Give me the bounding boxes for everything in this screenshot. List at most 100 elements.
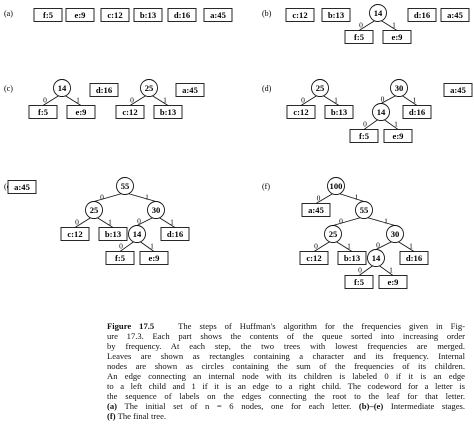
internal-label: 30 xyxy=(152,205,161,215)
tree-edge xyxy=(366,217,396,226)
leaf-box xyxy=(175,83,205,97)
internal-circle xyxy=(324,225,342,243)
leaf-label: e:9 xyxy=(393,131,404,141)
leaf-box xyxy=(105,251,135,265)
leaf-label: f:5 xyxy=(359,131,369,141)
internal-circle xyxy=(355,201,373,219)
figure-caption: Figure 17.5 The steps of Huffman's algor… xyxy=(107,321,465,421)
internal-label: 25 xyxy=(329,229,338,239)
leaf-node-f: f:5 xyxy=(28,105,58,119)
edge-label-1: 1 xyxy=(347,242,351,251)
leaf-node-c: c:12 xyxy=(285,8,315,22)
internal-circle xyxy=(128,225,146,243)
leaf-node-c: c:12 xyxy=(115,105,145,119)
tree-edge xyxy=(338,193,365,202)
internal-label: 30 xyxy=(391,229,400,239)
panel-label-a: (a) xyxy=(4,9,13,18)
leaf-node-e: e:9 xyxy=(65,8,95,22)
leaf-label: d:16 xyxy=(414,10,431,20)
internal-label: 14 xyxy=(377,107,386,117)
leaf-label: c:12 xyxy=(292,10,307,20)
edge-label-0: 0 xyxy=(43,96,47,105)
leaf-label: a:45 xyxy=(308,205,324,215)
edge-label-0: 0 xyxy=(381,95,385,104)
leaf-box xyxy=(139,251,169,265)
tree-edge xyxy=(397,241,415,252)
caption-part-a-text: The initial set of n = 6 nodes, one for … xyxy=(124,401,352,412)
edge-label-0: 0 xyxy=(358,266,362,275)
leaf-box xyxy=(407,8,437,22)
internal-circle xyxy=(53,79,71,97)
internal-circle xyxy=(85,201,103,219)
tree-edge xyxy=(136,217,154,226)
edge-label-1: 1 xyxy=(334,96,338,105)
tree-edge xyxy=(158,217,176,228)
leaf-box xyxy=(66,105,96,119)
tree-edge xyxy=(380,95,397,104)
leaf-node-f: f:5 xyxy=(344,275,374,289)
leaf-box xyxy=(324,105,354,119)
internal-circle xyxy=(390,79,408,97)
internal-node-25: 25 xyxy=(324,225,342,243)
caption-line-4: Leaves are shown as rectangles containin… xyxy=(107,351,465,362)
leaf-node-f: f:5 xyxy=(33,8,63,22)
edge-label-0: 0 xyxy=(75,218,79,227)
internal-circle xyxy=(367,249,385,267)
internal-circle xyxy=(140,79,158,97)
internal-node-14: 14 xyxy=(372,103,390,121)
leaf-label: c:12 xyxy=(293,107,308,117)
edge-label-1: 1 xyxy=(150,242,154,251)
leaf-node-d: d:16 xyxy=(167,8,197,22)
leaf-node-b: b:13 xyxy=(321,8,351,22)
leaf-node-d: d:16 xyxy=(89,83,119,97)
leaf-label: f:5 xyxy=(115,253,125,263)
tree-edge xyxy=(151,95,169,106)
caption-part-a-label: (a) xyxy=(107,401,118,412)
edge-label-1: 1 xyxy=(145,193,149,202)
leaf-node-a: a:45 xyxy=(443,83,473,97)
edge-label-1: 1 xyxy=(394,120,398,129)
tree-edge xyxy=(401,95,418,106)
leaf-label: e:9 xyxy=(75,10,86,20)
leaf-label: e:9 xyxy=(149,253,160,263)
leaf-box xyxy=(286,105,316,119)
internal-label: 14 xyxy=(133,229,142,239)
internal-node-14: 14 xyxy=(367,249,385,267)
leaf-node-b: b:13 xyxy=(337,251,367,265)
tree-edge xyxy=(363,119,379,130)
leaf-box xyxy=(33,8,63,22)
tree-edge xyxy=(380,20,398,31)
leaf-box xyxy=(133,8,163,22)
leaf-box xyxy=(337,251,367,265)
leaf-box xyxy=(89,83,119,97)
edge-label-1: 1 xyxy=(413,96,417,105)
tree-edge xyxy=(129,95,147,106)
leaf-node-c: c:12 xyxy=(299,251,329,265)
leaf-box xyxy=(383,129,413,143)
leaf-box xyxy=(443,83,473,97)
internal-node-14: 14 xyxy=(53,79,71,97)
leaf-box xyxy=(100,8,130,22)
leaf-node-f: f:5 xyxy=(344,30,374,44)
leaf-label: a:45 xyxy=(182,85,198,95)
edge-label-1: 1 xyxy=(409,242,413,251)
internal-node-14: 14 xyxy=(369,4,387,22)
internal-circle xyxy=(372,103,390,121)
leaf-box xyxy=(344,30,374,44)
leaf-label: d:16 xyxy=(167,229,184,239)
leaf-label: e:9 xyxy=(392,32,403,42)
leaf-box xyxy=(349,129,379,143)
tree-edge xyxy=(378,265,394,276)
leaf-node-e: e:9 xyxy=(378,275,408,289)
internal-circle xyxy=(311,79,329,97)
figure-number: Figure 17.5 xyxy=(107,321,155,331)
edge-label-1: 1 xyxy=(170,218,174,227)
internal-circle xyxy=(386,225,404,243)
edge-label-0: 0 xyxy=(339,217,343,226)
edge-label-1: 1 xyxy=(389,266,393,275)
internal-node-30: 30 xyxy=(147,201,165,219)
leaf-box xyxy=(98,227,128,241)
leaf-box xyxy=(285,8,315,22)
internal-circle xyxy=(369,4,387,22)
